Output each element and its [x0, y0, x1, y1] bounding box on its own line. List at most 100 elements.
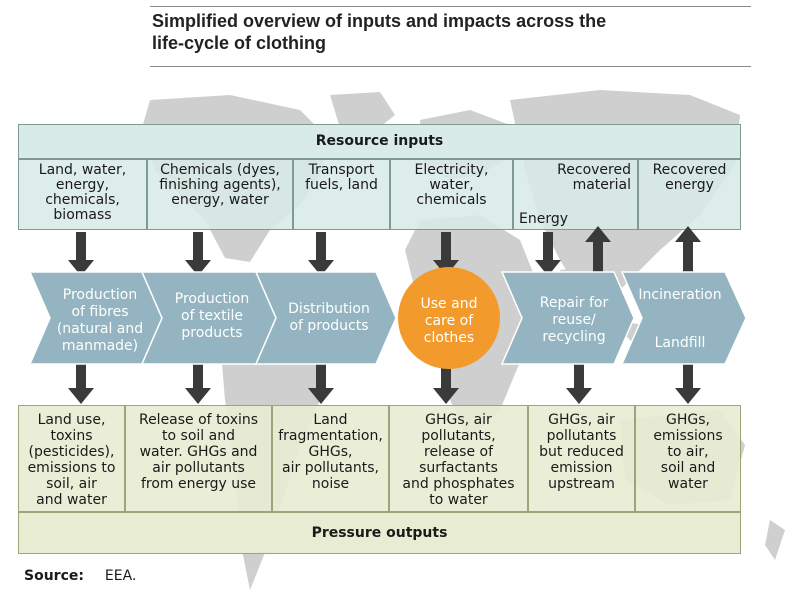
- pressure-outputs-header: Pressure outputs: [18, 512, 741, 554]
- figure-title: Simplified overview of inputs and impact…: [152, 10, 752, 54]
- input-line: energy,: [55, 177, 110, 193]
- output-cell-fibres: Land use, toxins (pesticides), emissions…: [18, 405, 125, 512]
- stage-label-incineration: Incineration: [638, 287, 722, 303]
- output-line: emission: [550, 460, 613, 476]
- output-line: to water: [429, 492, 488, 508]
- output-cell-textiles: Release of toxins to soil and water. GHG…: [125, 405, 272, 512]
- input-line: Transport: [308, 162, 375, 178]
- stage-line: Use and: [420, 296, 478, 312]
- output-line: GHGs, air: [548, 412, 615, 428]
- output-line: noise: [311, 476, 350, 492]
- chevron-end-of-life: [620, 271, 747, 365]
- stage-line: products: [181, 325, 243, 341]
- output-line: release of: [424, 444, 493, 460]
- down-arrow-icon: [185, 232, 211, 276]
- energy-label: Energy: [519, 211, 569, 227]
- title-line-2: life-cycle of clothing: [152, 33, 327, 53]
- stage-label-use: Use and care of clothes: [405, 296, 493, 347]
- output-cell-distribution: Land fragmentation, GHGs, air pollutants…: [272, 405, 389, 512]
- title-bottom-rule: [150, 66, 751, 67]
- input-line: material: [572, 177, 631, 193]
- output-line: upstream: [548, 476, 615, 492]
- up-arrow-icon: [585, 226, 611, 274]
- output-line: and water: [36, 492, 107, 508]
- stage-line: manmade): [61, 338, 139, 354]
- stage-label-textiles: Production of textile products: [162, 291, 262, 342]
- source-note: Source: EEA.: [24, 568, 136, 584]
- stage-line: Production: [174, 291, 250, 307]
- down-arrow-icon: [566, 364, 592, 404]
- output-line: to air,: [667, 444, 709, 460]
- output-line: soil, air: [46, 476, 97, 492]
- stage-line: Distribution: [288, 301, 370, 317]
- stage-label-fibres: Production of fibres (natural and manmad…: [50, 287, 150, 355]
- stage-line: of fibres: [71, 304, 129, 320]
- down-arrow-icon: [308, 232, 334, 276]
- input-line: Recovered: [557, 162, 631, 178]
- output-line: from energy use: [140, 476, 257, 492]
- output-line: pollutants: [546, 428, 617, 444]
- down-arrow-icon: [68, 232, 94, 276]
- output-line: (pesticides),: [28, 444, 115, 460]
- resource-inputs-header: Resource inputs: [18, 124, 741, 159]
- input-cell-distribution: Transport fuels, land: [293, 159, 390, 230]
- stage-line: of textile: [181, 308, 243, 324]
- output-line: emissions: [653, 428, 723, 444]
- input-arrows: [68, 226, 701, 276]
- input-cell-fibres: Land, water, energy, chemicals, biomass: [18, 159, 147, 230]
- chevron-distribution: [254, 271, 397, 365]
- input-line: Chemicals (dyes,: [160, 162, 280, 178]
- output-line: toxins: [50, 428, 93, 444]
- input-line: water,: [429, 177, 474, 193]
- output-line: emissions to: [27, 460, 116, 476]
- output-cell-repair: GHGs, air pollutants but reduced emissio…: [528, 405, 635, 512]
- output-line: Release of toxins: [138, 412, 259, 428]
- stage-line: Repair for: [539, 295, 609, 311]
- output-line: GHGs,: [666, 412, 710, 428]
- stage-line: care of: [424, 313, 474, 329]
- down-arrow-icon: [68, 364, 94, 404]
- down-arrow-icon: [535, 232, 561, 276]
- input-cell-repair: Recovered material Energy: [513, 159, 638, 230]
- output-line: water. GHGs and: [139, 444, 258, 460]
- output-line: to soil and: [162, 428, 235, 444]
- input-cell-textiles: Chemicals (dyes, finishing agents), ener…: [147, 159, 293, 230]
- stage-line: recycling: [542, 329, 606, 345]
- use-phase-circle: [398, 267, 500, 369]
- output-line: Land: [313, 412, 348, 428]
- title-top-rule: [150, 6, 751, 7]
- stage-line: Production: [62, 287, 138, 303]
- output-line: water: [668, 476, 708, 492]
- output-line: air pollutants: [152, 460, 245, 476]
- source-value: EEA.: [104, 568, 137, 584]
- source-label: Source:: [24, 568, 84, 584]
- input-line: Electricity,: [414, 162, 489, 178]
- output-line: surfactants: [419, 460, 498, 476]
- output-line: and phosphates: [402, 476, 515, 492]
- output-line: soil and: [660, 460, 716, 476]
- input-line: fuels, land: [305, 177, 378, 193]
- up-arrow-icon: [675, 226, 701, 274]
- title-line-1: Simplified overview of inputs and impact…: [152, 11, 607, 31]
- input-line: biomass: [53, 207, 112, 223]
- input-cell-use: Electricity, water, chemicals: [390, 159, 513, 230]
- stage-label-landfill: Landfill: [654, 335, 706, 351]
- stage-line: clothes: [423, 330, 475, 346]
- input-line: finishing agents),: [159, 177, 281, 193]
- output-line: GHGs, air: [425, 412, 492, 428]
- output-line: GHGs,: [308, 444, 353, 460]
- down-arrow-icon: [185, 364, 211, 404]
- output-line: Land use,: [37, 412, 106, 428]
- stage-label-distribution: Distribution of products: [276, 301, 382, 335]
- stage-line: (natural and: [56, 321, 144, 337]
- output-line: pollutants,: [421, 428, 496, 444]
- input-line: energy: [665, 177, 714, 193]
- output-arrows: [68, 364, 701, 404]
- output-cell-use: GHGs, air pollutants, release of surfact…: [389, 405, 528, 512]
- output-line: air pollutants,: [282, 460, 379, 476]
- stage-line: reuse/: [552, 312, 596, 328]
- stage-line: of products: [289, 318, 369, 334]
- stage-chevrons: [28, 271, 747, 365]
- output-cell-end-of-life: GHGs, emissions to air, soil and water: [635, 405, 741, 512]
- down-arrow-icon: [675, 364, 701, 404]
